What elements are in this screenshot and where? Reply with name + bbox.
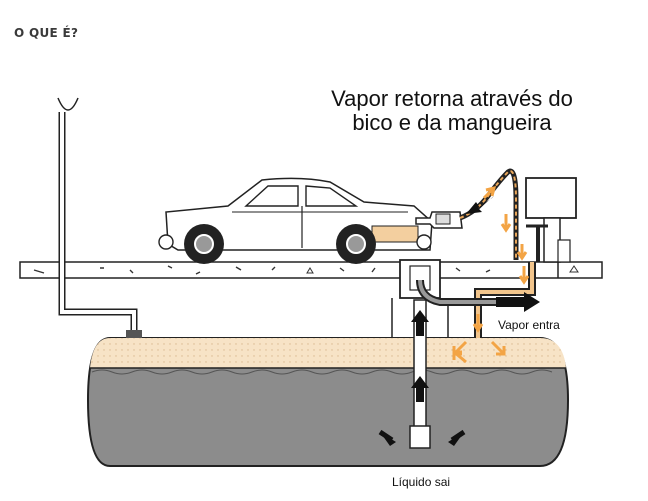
- vapor-in-label: Vapor entra: [498, 318, 560, 332]
- vent-pipe-icon: [57, 97, 142, 338]
- ground-slab: [19, 261, 603, 279]
- nozzle-icon: [415, 211, 463, 229]
- section-title: O QUE É?: [14, 26, 79, 40]
- liquid-flow-arrows: [378, 196, 540, 446]
- fuel-hose: [459, 168, 519, 260]
- car-icon: [158, 177, 433, 264]
- underground-tank-icon: [86, 337, 570, 467]
- caption-line-1: Vapor retorna através do: [331, 86, 573, 111]
- vapor-flow-arrows: [452, 185, 530, 364]
- fuel-dispenser-icon: [525, 177, 577, 263]
- liquid-out-label: Líquido sai: [392, 475, 450, 489]
- caption-line-2: bico e da mangueira: [352, 110, 552, 135]
